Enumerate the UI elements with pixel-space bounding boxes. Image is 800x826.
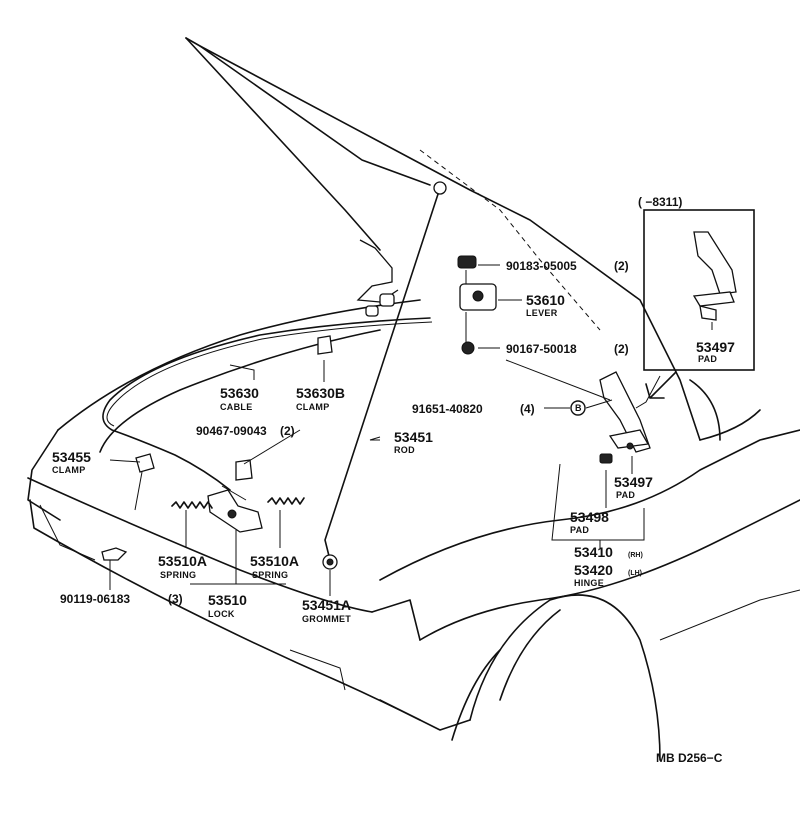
clip-shape — [235, 459, 253, 481]
part-53410-suffix: (RH) — [628, 552, 643, 559]
part-90183-number: 90183-05005 — [506, 259, 577, 273]
part-53498-name: PAD — [570, 525, 589, 535]
bolt-marker-b: B — [575, 403, 582, 413]
part-53451-number: 53451 — [394, 429, 433, 445]
part-90167-qty: (2) — [614, 342, 629, 356]
car-body-drawing — [27, 37, 800, 761]
part-53410-number: 53410 — [574, 544, 613, 560]
drawing-code: MB D256−C — [656, 751, 723, 765]
part-53420-name: HINGE — [574, 578, 604, 588]
parts-drawing — [101, 181, 651, 570]
lever-shape — [457, 255, 497, 355]
part-53455-name: CLAMP — [52, 465, 86, 475]
part-53451-name: ROD — [394, 445, 415, 455]
cable-shape — [102, 317, 431, 491]
part-90119-number: 90119-06183 — [60, 592, 130, 606]
part-90167-number: 90167-50018 — [506, 342, 577, 356]
spring-left-shape — [171, 501, 213, 509]
cable-clamp-shape — [317, 335, 333, 355]
part-53497-number: 53497 — [614, 474, 653, 490]
part-53455-number: 53455 — [52, 449, 91, 465]
striker-shape — [356, 239, 399, 317]
inset-part-53497-number: 53497 — [696, 339, 735, 355]
leader-lines — [109, 264, 677, 596]
part-53510A-right-name: SPRING — [252, 570, 288, 580]
part-53510A-right-number: 53510A — [250, 553, 299, 569]
lock-shape — [207, 485, 263, 533]
part-91651-number: 91651-40820 — [412, 402, 483, 416]
inset-box: ( −8311) 53497 PAD — [638, 195, 755, 371]
hinge-shape — [599, 371, 651, 464]
part-53510A-left-number: 53510A — [158, 553, 207, 569]
inset-part-53497-name: PAD — [698, 354, 717, 364]
part-labels: 53455 CLAMP 90467-09043 (2) 53630 CABLE … — [52, 259, 723, 765]
part-53610-number: 53610 — [526, 292, 565, 308]
rod-shape — [324, 187, 441, 561]
part-90119-qty: (3) — [168, 592, 183, 606]
part-53510-number: 53510 — [208, 592, 247, 608]
part-53610-name: LEVER — [526, 308, 558, 318]
part-53630B-name: CLAMP — [296, 402, 330, 412]
part-53451A-name: GROMMET — [302, 614, 351, 624]
part-53510A-left-name: SPRING — [160, 570, 196, 580]
part-53630-name: CABLE — [220, 402, 253, 412]
part-91651-qty: (4) — [520, 402, 535, 416]
part-90467-qty: (2) — [280, 424, 295, 438]
part-53630-number: 53630 — [220, 385, 259, 401]
spring-right-shape — [267, 497, 305, 505]
part-53420-suffix: (LH) — [628, 570, 642, 577]
part-53498-number: 53498 — [570, 509, 609, 525]
inset-range-label: ( −8311) — [638, 195, 682, 209]
part-90467-number: 90467-09043 — [196, 424, 267, 438]
part-53510-name: LOCK — [208, 609, 235, 619]
part-53420-number: 53420 — [574, 562, 613, 578]
part-53451A-number: 53451A — [302, 597, 351, 613]
part-53630B-number: 53630B — [296, 385, 345, 401]
part-90183-qty: (2) — [614, 259, 629, 273]
bolt-shape — [101, 547, 128, 561]
part-53497-name: PAD — [616, 490, 635, 500]
clamp-shape — [135, 453, 155, 473]
